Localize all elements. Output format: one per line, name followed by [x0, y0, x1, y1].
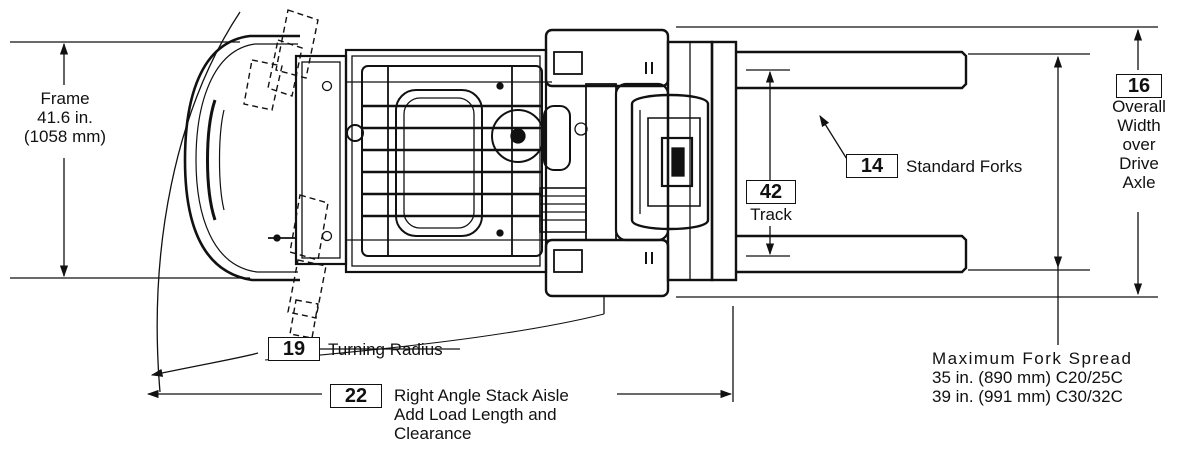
fork-spread-title: Maximum Fork Spread — [932, 349, 1133, 368]
callout-22-box: 22 — [330, 384, 382, 408]
carriage-and-forks — [710, 40, 968, 282]
track-label: Track — [750, 205, 792, 224]
frame-dimension-lines — [10, 41, 250, 279]
fork-spread-line2: 39 in. (991 mm) C30/32C — [932, 387, 1123, 406]
overall-width-line4: Drive — [1119, 154, 1159, 173]
stack-aisle-line3: Clearance — [394, 424, 472, 443]
overall-width-line5: Axle — [1122, 173, 1156, 192]
steer-wheels-dashed — [243, 9, 329, 339]
frame-label-line1: Frame — [40, 89, 90, 108]
fork-spread-line1: 35 in. (890 mm) C20/25C — [932, 368, 1123, 387]
counterweight — [183, 34, 364, 282]
overall-width-label: Overall Width over Drive Axle — [1106, 97, 1172, 192]
stack-aisle-label: Right Angle Stack Aisle Add Load Length … — [394, 386, 569, 443]
drive-axle-body — [544, 28, 670, 298]
frame-label-line3: (1058 mm) — [23, 127, 107, 146]
track-dimension-lines — [746, 69, 790, 257]
stack-aisle-line2: Add Load Length and — [394, 405, 557, 424]
frame-label: Frame 41.6 in. (1058 mm) — [22, 89, 108, 146]
callout-14-box: 14 — [846, 154, 898, 178]
fork-spread-label: Maximum Fork Spread 35 in. (890 mm) C20/… — [932, 349, 1132, 406]
standard-forks-leader — [819, 115, 851, 165]
stack-aisle-line1: Right Angle Stack Aisle — [394, 386, 569, 405]
overall-width-line2: Width — [1117, 116, 1161, 135]
callout-16-box: 16 — [1116, 74, 1162, 98]
overall-width-line3: over — [1122, 135, 1156, 154]
standard-forks-label: Standard Forks — [906, 157, 1023, 176]
turning-radius-lower-arc — [264, 313, 605, 361]
overall-width-line1: Overall — [1112, 97, 1166, 116]
overall-width-lines — [676, 26, 1158, 345]
overhead-guard — [344, 48, 588, 274]
turning-radius-arc — [156, 11, 241, 393]
callout-19-box: 19 — [268, 337, 320, 361]
stack-aisle-lines — [146, 296, 734, 402]
mast — [630, 40, 714, 282]
callout-42-box: 42 — [746, 180, 796, 204]
frame-label-line2: 41.6 in. — [37, 108, 93, 127]
turning-radius-label: Turning Radius — [328, 340, 443, 359]
